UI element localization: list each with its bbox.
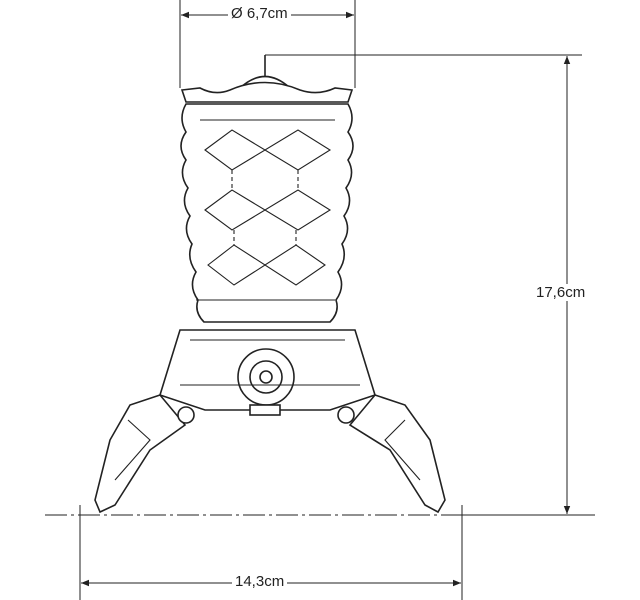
diameter-label: Ø 6,7cm	[228, 5, 291, 22]
lantern-lattice	[114, 119, 421, 481]
lantern-outline	[94, 55, 446, 514]
width-label: 14,3cm	[232, 573, 288, 590]
height-label: 17,6cm	[533, 284, 589, 301]
